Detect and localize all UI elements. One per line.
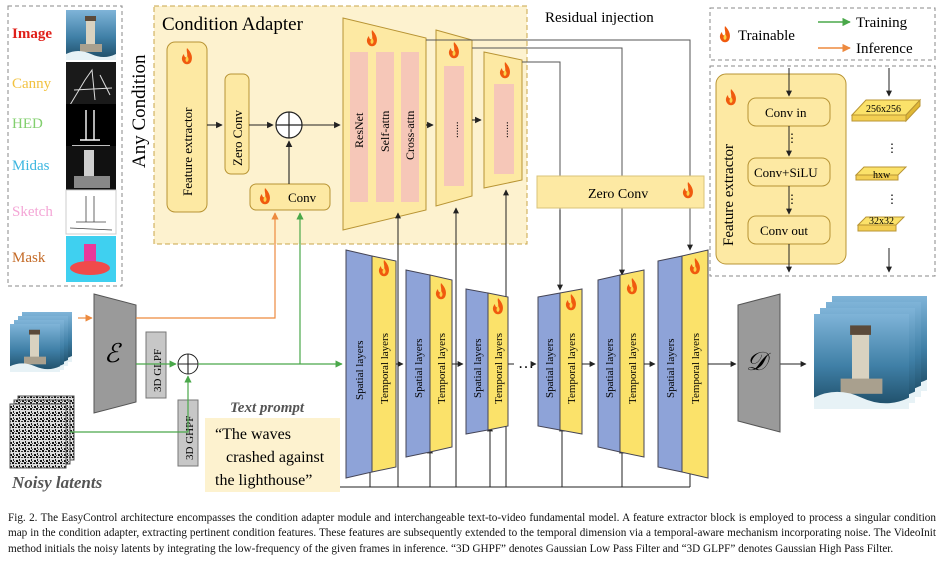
fe-detail-box [709,65,936,277]
condition-samples-box [7,5,123,287]
self-attn-slab [376,52,394,202]
fe-feature-maps: 256x256 hxw 32x32 [850,98,922,232]
adapter-zero-conv [224,73,250,175]
encoder-block [93,293,137,414]
unet-4-spatial: Spatial layers [544,338,556,398]
thumb-canny [66,62,116,112]
condition-thumbnails [65,10,117,282]
output-video-stack [814,296,927,409]
condition-label-hed: HED [12,116,43,132]
unet-1-temporal: Temporal layers [379,333,391,404]
legend-training: Training [856,15,908,31]
glpf-label: 3D GLPF [152,349,164,392]
fe-size-32: 32x32 [869,216,894,227]
fe-conv-out-label: Conv out [760,223,808,238]
noisy-latents-cube [9,395,75,469]
adapter-block-3-ellipsis: ...... [499,121,511,138]
fe-size-256: 256x256 [866,104,901,115]
fe-conv-silu-label: Conv+SiLU [754,165,818,180]
unet-3-spatial: Spatial layers [472,338,484,398]
any-condition-label: Any Condition [129,54,150,168]
svg-text:⋮: ⋮ [786,131,798,145]
adapter-zero-conv-label: Zero Conv [230,110,245,166]
condition-label-sketch: Sketch [12,204,53,220]
text-prompt-box [205,418,340,492]
condition-label-image: Image [12,26,52,42]
figure-caption: Fig. 2. The EasyControl architecture enc… [8,512,936,555]
unet-dots: … [518,355,534,372]
unet-5-spatial: Spatial layers [604,338,616,398]
cross-attn-label: Cross-attn [403,111,417,160]
thumb-sketch [65,189,117,235]
fe-conv-in-label: Conv in [765,105,807,120]
unet-6-spatial: Spatial layers [665,338,677,398]
unet-1-spatial: Spatial layers [354,340,366,400]
adapter-block-2-ellipsis: ...... [449,121,461,138]
zero-conv-bar [536,175,705,209]
resnet-slab [350,52,368,202]
unet-4-temporal: Temporal layers [566,333,578,404]
thumb-image [66,10,116,60]
legend-trainable: Trainable [738,28,795,44]
svg-text:⋮: ⋮ [786,192,798,206]
condition-labels: Image Canny HED Midas Sketch Mask [12,26,53,266]
condition-label-midas: Midas [12,158,50,174]
unet-3-temporal: Temporal layers [493,333,505,404]
resnet-label: ResNet [352,112,366,148]
residual-injection-label: Residual injection [545,10,654,26]
unet-blocks [345,249,709,479]
glpf-box [145,331,167,399]
text-prompt-label: Text prompt [230,400,305,416]
condition-label-canny: Canny [12,76,52,92]
svg-text:⋮: ⋮ [886,192,898,206]
feature-extractor-label: Feature extractor [180,107,195,196]
adapter-conv [249,183,331,211]
unet-2-spatial: Spatial layers [413,338,425,398]
cross-attn-slab [401,52,419,202]
input-video-stack [10,312,72,372]
unet-5-temporal: Temporal layers [627,333,639,404]
thumb-hed [66,104,116,150]
unet-2-temporal: Temporal layers [436,333,448,404]
decoder-block [737,293,781,433]
zero-conv-bar-label: Zero Conv [588,187,648,202]
legend-inference: Inference [856,41,913,57]
text-prompt-line-1: “The waves [215,426,291,443]
encoder-symbol: ℰ [104,339,122,368]
self-attn-label: Self-attn [378,111,392,152]
ghpf-label: 3D GHPF [184,416,196,460]
legend-box [709,7,936,61]
text-prompt-line-2: crashed against [226,449,325,466]
svg-text:⋮: ⋮ [886,141,898,155]
unet-6-temporal: Temporal layers [690,333,702,404]
condition-label-mask: Mask [12,250,46,266]
adapter-conv-label: Conv [288,190,317,205]
adapter-feature-extractor [166,41,208,213]
noisy-latents-label: Noisy latents [11,473,103,492]
text-prompt-line-3: the lighthouse” [215,472,312,489]
fe-size-hxw: hxw [873,170,891,181]
adapter-title: Condition Adapter [162,14,304,35]
fe-detail-title: Feature extractor [721,144,737,246]
